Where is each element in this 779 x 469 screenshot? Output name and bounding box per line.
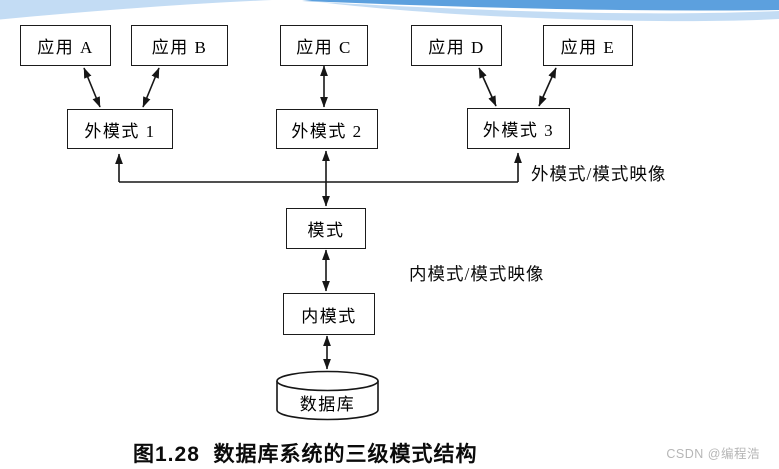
arrow-appD-ext3 <box>478 67 497 107</box>
label-external-schema-mapping: 外模式/模式映像 <box>531 164 667 184</box>
wave-light-icon <box>318 2 779 22</box>
node-app-a: 应用 A <box>20 25 111 66</box>
node-external-schema-3: 外模式 3 <box>467 108 570 149</box>
arrow-layer <box>83 65 557 370</box>
node-app-d: 应用 D <box>411 25 502 66</box>
watermark: CSDN @编程浩 <box>666 447 760 461</box>
node-schema: 模式 <box>286 208 366 249</box>
header-wave-decoration <box>0 0 779 22</box>
node-external-schema-1: 外模式 1 <box>67 109 173 149</box>
arrow-appA-ext1 <box>83 67 101 108</box>
node-app-b: 应用 B <box>131 25 228 66</box>
figure-caption: 图1.28 数据库系统的三级模式结构 <box>133 443 478 466</box>
cylinder-top <box>276 370 379 392</box>
label-internal-schema-mapping: 内模式/模式映像 <box>409 264 545 284</box>
database-cylinder-icon <box>276 370 379 421</box>
node-internal-schema: 内模式 <box>283 293 375 335</box>
node-database-label: 数据库 <box>299 395 356 414</box>
arrow-appB-ext1 <box>142 67 160 108</box>
node-external-schema-2: 外模式 2 <box>276 109 378 149</box>
cylinder-body <box>276 381 379 421</box>
arrow-appE-ext3 <box>538 67 557 107</box>
wave-left-icon <box>0 0 272 20</box>
node-app-e: 应用 E <box>543 25 633 66</box>
node-app-c: 应用 C <box>280 25 368 66</box>
wave-dark-icon <box>302 0 779 11</box>
